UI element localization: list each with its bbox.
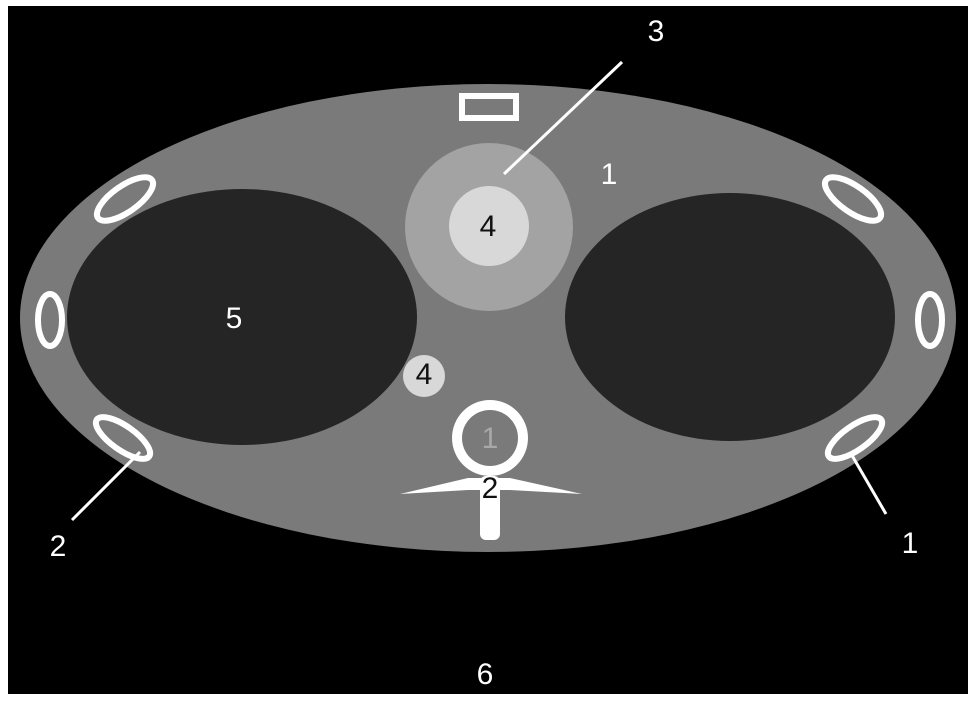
- rib-left-middle: [35, 291, 65, 349]
- label-right-rib-pointer: 1: [902, 527, 919, 560]
- rib-right-lower: [824, 414, 886, 462]
- label-left-lung: 5: [226, 302, 243, 335]
- rib-left-lower: [92, 414, 154, 462]
- rib-right-upper: [821, 174, 885, 224]
- rib-left-upper: [93, 174, 157, 224]
- heart-inner: [449, 186, 529, 266]
- pointer-line-heart: [502, 60, 624, 176]
- label-spine-canal: 1: [482, 422, 499, 455]
- left-lung: [67, 189, 417, 445]
- right-lung: [565, 193, 895, 441]
- label-heart-inner: 4: [480, 210, 497, 243]
- label-vessel: 4: [416, 358, 433, 391]
- vertebra-spinous-process: [480, 476, 500, 540]
- label-left-rib-pointer: 2: [50, 530, 67, 563]
- pointer-line-left-rib: [70, 450, 142, 522]
- label-heart-pointer: 3: [648, 15, 665, 48]
- label-vertebra: 2: [482, 472, 499, 505]
- sternum: [459, 93, 519, 121]
- rib-right-middle: [915, 291, 945, 349]
- label-tissue: 1: [601, 158, 618, 191]
- spine-canal: [462, 410, 518, 466]
- vessel-circle: [403, 355, 445, 397]
- pointer-line-right-rib: [848, 451, 888, 515]
- label-background: 6: [477, 658, 494, 691]
